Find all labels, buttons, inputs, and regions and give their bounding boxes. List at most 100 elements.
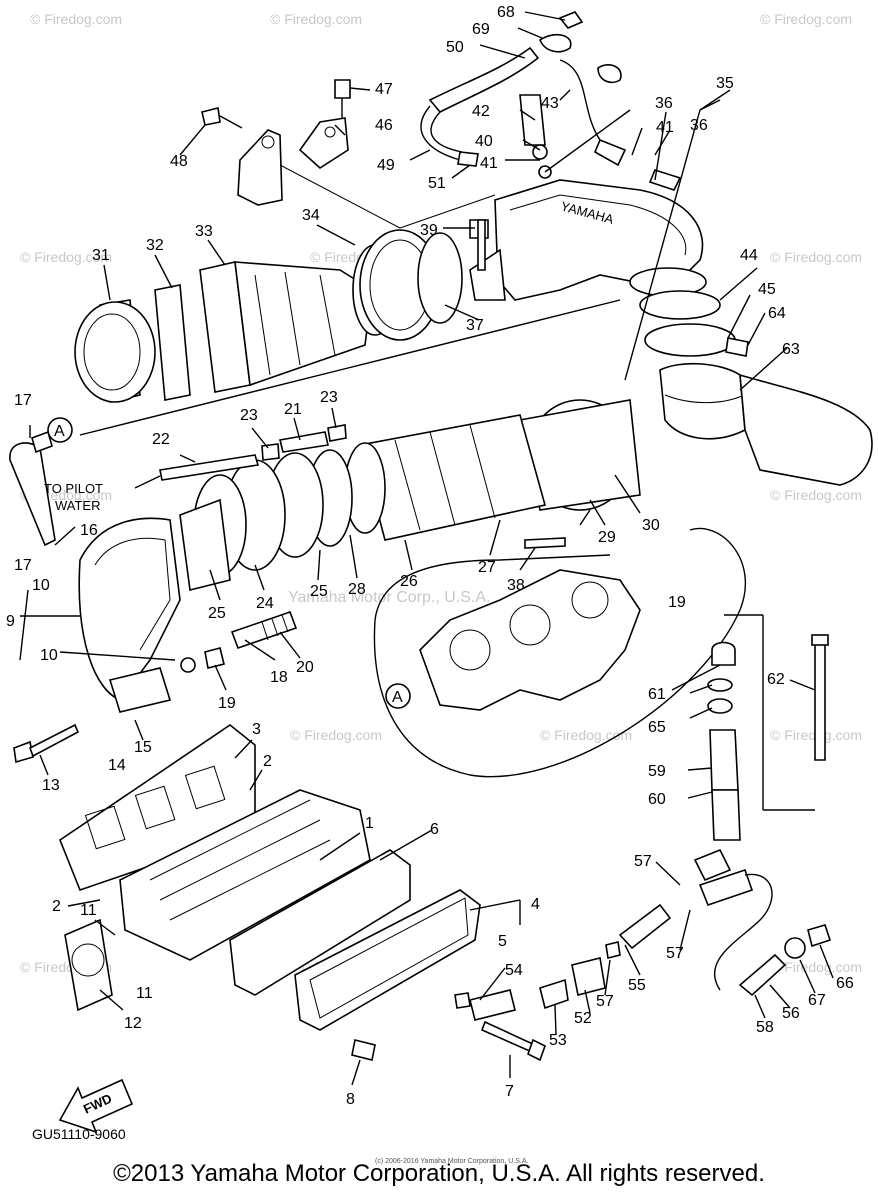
callout-18: 18	[270, 669, 288, 686]
callout-3: 3	[252, 721, 261, 738]
callout-11: 11	[136, 985, 153, 1002]
callout-45: 45	[758, 281, 776, 298]
callout-52: 52	[574, 1010, 592, 1027]
callout-40: 40	[475, 133, 493, 150]
watermark: © Firedog.com	[30, 11, 122, 27]
callout-49: 49	[377, 157, 395, 174]
callout-44: 44	[740, 247, 758, 264]
bracket-assembly	[201, 79, 496, 229]
callout-37: 37	[466, 317, 484, 334]
callout-34: 34	[302, 207, 320, 224]
callout-56: 56	[782, 1005, 800, 1022]
callout-10: 10	[32, 577, 50, 594]
callout-17: 17	[14, 392, 32, 409]
callout-29: 29	[598, 529, 616, 546]
leader-lines	[19, 11, 834, 1086]
callout-36: 36	[655, 95, 673, 112]
callout-63: 63	[782, 341, 800, 358]
callout-61: 61	[648, 686, 666, 703]
reference-markers: A A	[47, 417, 411, 709]
callout-64: 64	[768, 305, 786, 322]
callout-14: 14	[108, 757, 126, 774]
callout-22: 22	[152, 431, 170, 448]
callout-11: 11	[80, 902, 97, 919]
callout-53: 53	[549, 1032, 567, 1049]
ref-a-label: A	[392, 689, 403, 706]
callout-19: 19	[218, 695, 236, 712]
callout-8: 8	[346, 1091, 355, 1108]
callout-50: 50	[446, 39, 464, 56]
callout-39: 39	[420, 222, 438, 239]
callout-66: 66	[836, 975, 854, 992]
callout-42: 42	[472, 103, 490, 120]
callout-10: 10	[40, 647, 58, 664]
callout-23: 23	[320, 389, 338, 406]
watermark: © Firedog.com	[20, 249, 112, 265]
callout-25: 25	[310, 583, 328, 600]
callout-2: 2	[263, 753, 272, 770]
copyright-notice: ©2013 Yamaha Motor Corporation, U.S.A. A…	[113, 1160, 765, 1187]
callout-32: 32	[146, 237, 164, 254]
watermark: © Firedog.com	[770, 959, 862, 975]
callout-57: 57	[596, 993, 614, 1010]
drawing-code: GU51110-9060	[32, 1126, 126, 1142]
exhaust-manifold	[59, 724, 481, 1031]
callout-2: 2	[52, 898, 61, 915]
watermark: © Firedog.com	[770, 249, 862, 265]
watermark: © Firedog.com	[270, 11, 362, 27]
exhaust-hose-63	[639, 290, 873, 486]
callout-15: 15	[134, 739, 152, 756]
callout-12: 12	[124, 1015, 142, 1032]
callout-30: 30	[642, 517, 660, 534]
callout-67: 67	[808, 992, 826, 1009]
callout-35: 35	[716, 75, 734, 92]
callout-43: 43	[541, 95, 559, 112]
callout-9: 9	[6, 613, 15, 630]
callout-1: 1	[365, 815, 374, 832]
watermark: © Firedog.com	[770, 487, 862, 503]
callout-48: 48	[170, 153, 188, 170]
callout-31: 31	[92, 247, 110, 264]
callout-27: 27	[478, 559, 496, 576]
hose-18-20	[180, 610, 298, 673]
callout-60: 60	[648, 791, 666, 808]
callout-46: 46	[375, 117, 393, 134]
callout-19: 19	[668, 594, 686, 611]
callout-5: 5	[498, 933, 507, 950]
pilot-water-label: TO PILOT	[44, 481, 103, 496]
callout-59: 59	[648, 763, 666, 780]
callout-21: 21	[284, 401, 302, 418]
callout-17: 17	[14, 557, 32, 574]
callout-41: 41	[656, 119, 674, 136]
callout-6: 6	[430, 821, 439, 838]
callout-4: 4	[531, 896, 540, 913]
callout-25: 25	[208, 605, 226, 622]
cylinder-block	[373, 527, 747, 778]
callout-47: 47	[375, 81, 393, 98]
callout-16: 16	[80, 522, 98, 539]
exhaust-pipe-upper	[74, 229, 463, 403]
exhaust-chamber-35: YAMAHA	[469, 179, 707, 301]
center-watermark: Yamaha Motor Corp., U.S.A.	[288, 589, 490, 606]
callout-57: 57	[666, 945, 684, 962]
callout-20: 20	[296, 659, 314, 676]
callout-51: 51	[428, 175, 446, 192]
callout-labels: 1 2 2 3 4 5 6 7 8 9 10 10 11 11 12 13 14…	[6, 4, 854, 1108]
watermark: © Firedog.com	[760, 11, 852, 27]
pilot-water-label: WATER	[55, 498, 101, 513]
bolts	[13, 219, 566, 1062]
callout-65: 65	[648, 719, 666, 736]
pilot-water-hoses	[9, 424, 347, 547]
callout-55: 55	[628, 977, 646, 994]
callout-24: 24	[256, 595, 274, 612]
callout-13: 13	[42, 777, 60, 794]
cooling-hoses-upper	[420, 11, 682, 191]
callout-26: 26	[400, 573, 418, 590]
callout-58: 58	[756, 1019, 774, 1036]
callout-69: 69	[472, 21, 490, 38]
callout-28: 28	[348, 581, 366, 598]
callout-54: 54	[505, 962, 523, 979]
callout-62: 62	[767, 671, 785, 688]
ref-a-label: A	[54, 423, 65, 440]
